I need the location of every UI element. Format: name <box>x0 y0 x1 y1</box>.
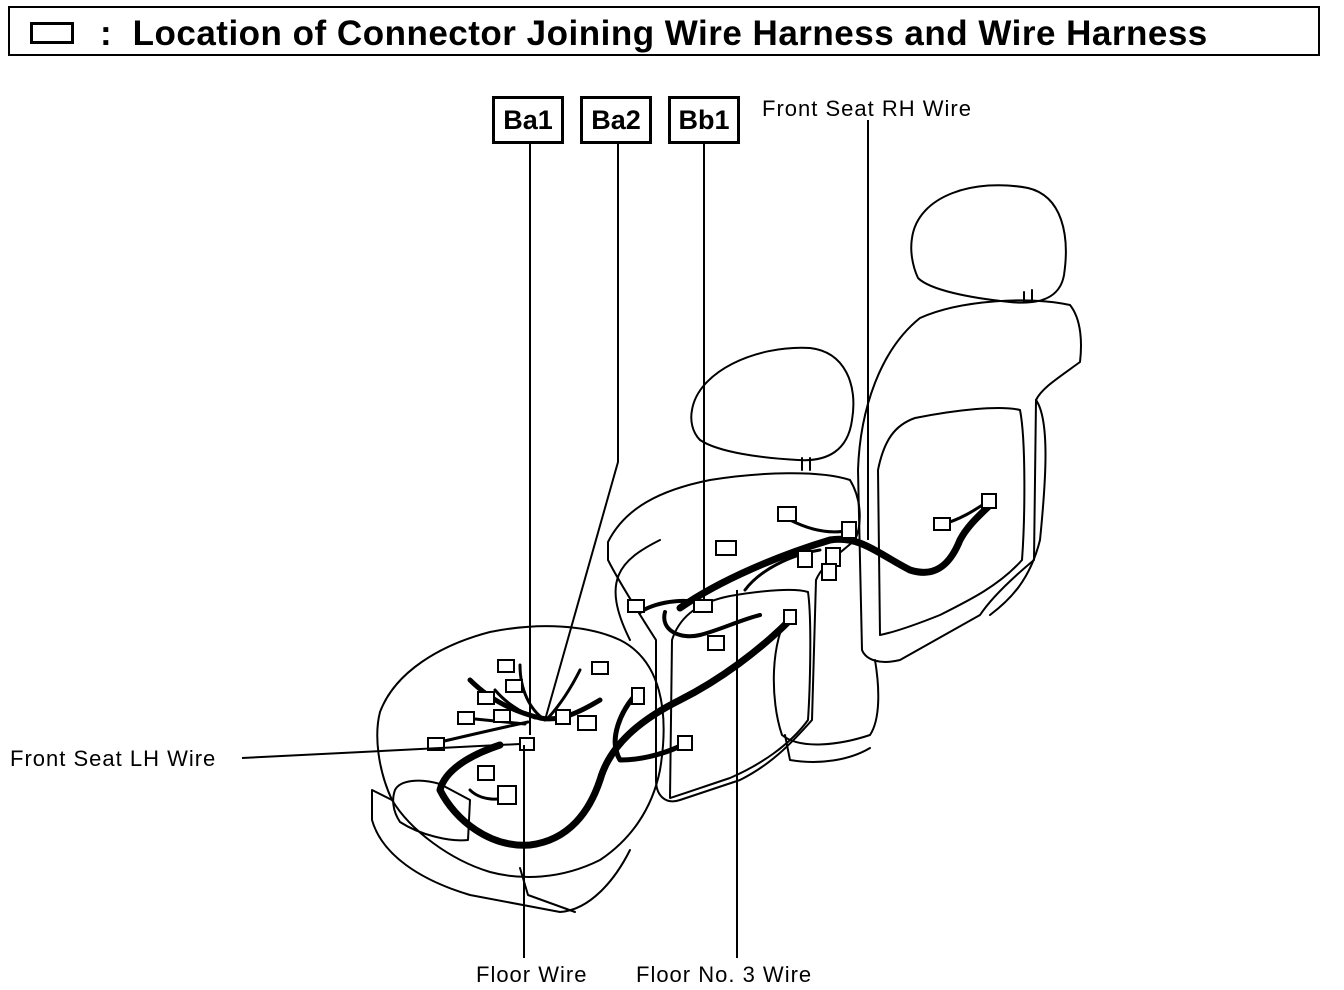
connector-code-bb1: Bb1 <box>668 96 740 144</box>
connector-blocks <box>427 493 997 805</box>
title-bar: : Location of Connector Joining Wire Har… <box>8 6 1320 56</box>
leader-front-seat-lh <box>241 743 521 759</box>
page-title: : Location of Connector Joining Wire Har… <box>100 14 1208 53</box>
rh-headrest <box>910 184 1067 304</box>
seat-outlines <box>371 184 1082 913</box>
leader-lines <box>241 120 869 958</box>
connector-code-ba2: Ba2 <box>580 96 652 144</box>
connector-code-ba1: Ba1 <box>492 96 564 144</box>
leader-ba2 <box>544 144 619 721</box>
rh-cushion <box>772 611 880 746</box>
label-front-seat-rh-wire: Front Seat RH Wire <box>762 96 972 121</box>
connector-symbol-icon <box>30 22 74 44</box>
label-floor-wire: Floor Wire <box>476 962 588 987</box>
lh-seatback <box>607 472 861 803</box>
rh-seatback <box>857 299 1082 663</box>
wire-harness <box>436 498 994 849</box>
lh-cushion <box>376 625 665 878</box>
label-floor-no3-wire: Floor No. 3 Wire <box>636 962 813 987</box>
label-front-seat-lh-wire: Front Seat LH Wire <box>10 746 217 771</box>
lh-headrest <box>690 346 855 462</box>
